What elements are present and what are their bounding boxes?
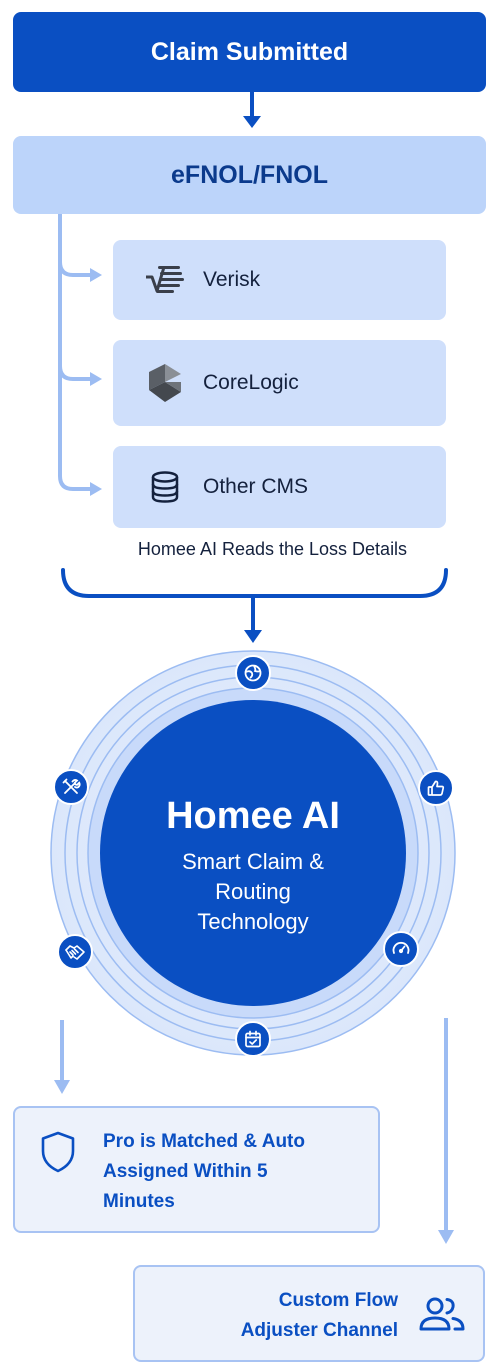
thumbs-up-icon [418,770,454,806]
corelogic-logo-icon [143,361,187,405]
pro-matched-text: Pro is Matched & Auto Assigned Within 5 … [103,1127,363,1217]
pro-matched-line-3: Minutes [103,1191,175,1212]
tools-icon [53,769,89,805]
verisk-logo-icon [143,258,187,302]
hub-title: Homee AI [166,795,340,837]
custom-flow-line-1: Custom Flow [278,1290,398,1311]
hub-subtitle: Smart Claim & Routing Technology [130,847,376,937]
source-label-other-cms: Other CMS [203,475,309,498]
hub-subtitle-line-1: Smart Claim & [182,849,324,874]
globe-icon [235,655,271,691]
outcome-connectors [54,1018,454,1244]
source-label-verisk: Verisk [203,268,261,291]
efnol-box: eFNOL/FNOL [13,136,486,214]
reads-caption: Homee AI Reads the Loss Details [137,539,408,559]
hub-subtitle-line-3: Technology [197,909,309,934]
users-icon [418,1295,466,1338]
branch-connectors [58,212,92,491]
handshake-icon [57,934,93,970]
arrow-claim-to-efnol [243,92,261,128]
source-label-corelogic: CoreLogic [203,371,299,394]
pro-matched-line-2: Assigned Within 5 [103,1161,268,1182]
claim-submitted-label: Claim Submitted [150,37,349,66]
source-card-corelogic: CoreLogic [113,340,446,426]
gather-bracket [61,568,448,598]
source-card-verisk: Verisk [113,240,446,320]
custom-flow-box [133,1265,485,1362]
calendar-check-icon [235,1021,271,1057]
pro-matched-box [13,1106,380,1233]
hub-subtitle-line-2: Routing [215,879,291,904]
shield-icon [40,1131,76,1178]
custom-flow-line-2: Adjuster Channel [240,1320,398,1341]
efnol-label: eFNOL/FNOL [171,160,328,189]
branch-arrowheads [90,268,102,496]
hub-rings [50,650,456,1056]
database-icon [143,465,187,509]
claim-submitted-box: Claim Submitted [13,12,486,92]
custom-flow-text: Custom Flow Adjuster Channel [150,1286,398,1346]
gauge-icon [383,931,419,967]
source-card-other-cms: Other CMS [113,446,446,528]
pro-matched-line-1: Pro is Matched & Auto [103,1131,305,1152]
arrow-to-hub [244,598,262,643]
